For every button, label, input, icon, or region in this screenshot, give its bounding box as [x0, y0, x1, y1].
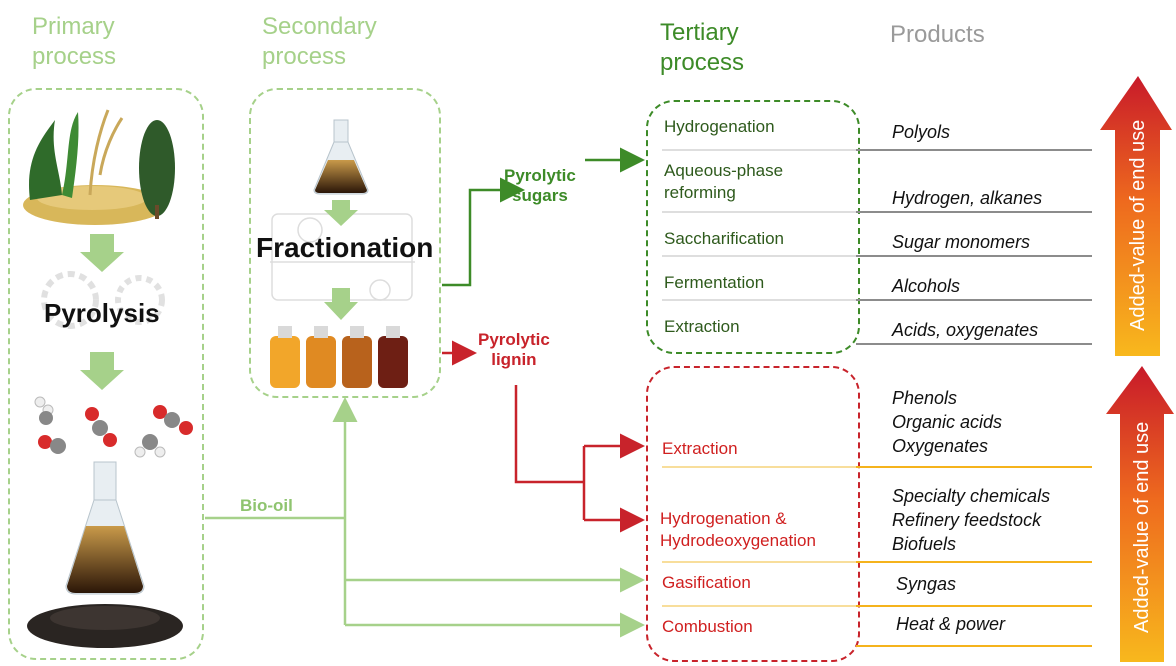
pyrolysis-label: Pyrolysis [44, 298, 160, 328]
gears-illustration [41, 271, 165, 329]
product-line: Phenols [892, 388, 958, 408]
step-hydrogenation: Hydrogenation [664, 117, 775, 136]
lignin-flow-connector [442, 340, 645, 533]
header-line: process [262, 43, 347, 70]
sugar-upgrading-box [646, 100, 860, 354]
lignin-separators [662, 466, 856, 607]
sugar-separators [662, 149, 856, 301]
step-saccharification: Saccharification [664, 229, 785, 248]
fractions-bottles-illustration [270, 326, 408, 388]
step-extraction-lignin: Extraction [662, 439, 738, 458]
secondary-flask-illustration [313, 119, 369, 195]
product-polyols: Polyols [892, 122, 951, 142]
pyrolytic-sugars-label: Pyrolytic sugars [504, 166, 576, 206]
step-line: Hydrogenation & [660, 509, 787, 528]
value-arrow-label-top: Added-value of end use [1127, 119, 1149, 331]
step-aqueous-phase-reforming: Aqueous-phase reforming [664, 160, 783, 204]
product-line: Oxygenates [892, 436, 989, 456]
biomass-illustration [23, 109, 175, 225]
products-header: Products [890, 21, 985, 48]
bio-oil-label: Bio-oil [240, 496, 293, 515]
step-line: reforming [664, 183, 736, 202]
product-line: Organic acids [892, 412, 1003, 432]
flow-label-line: Pyrolytic [504, 166, 576, 185]
product-line: Specialty chemicals [892, 486, 1051, 506]
secondary-process-header: Secondary process [262, 12, 377, 72]
primary-flow-arrows [80, 234, 124, 390]
step-fermentation: Fermentation [664, 273, 765, 292]
primary-process-header: Primary process [32, 12, 116, 72]
step-gasification: Gasification [662, 573, 751, 592]
step-line: Aqueous-phase [664, 161, 784, 180]
product-line: Biofuels [892, 534, 957, 554]
gas-molecules-illustration [34, 396, 193, 458]
value-arrow-lignin [1106, 366, 1174, 662]
pyrolytic-lignin-label: Pyrolytic lignin [478, 330, 550, 370]
product-sugar-monomers: Sugar monomers [892, 232, 1031, 252]
bio-oil-flow-connector [205, 397, 645, 638]
product-line: Refinery feedstock [892, 510, 1042, 530]
header-line: Primary [32, 13, 115, 40]
step-combustion: Combustion [662, 617, 753, 636]
primary-process-box [8, 88, 204, 660]
fractionation-label: Fractionation [256, 232, 434, 263]
flow-label-line: lignin [491, 350, 537, 369]
char-pile-illustration [27, 604, 183, 648]
lignin-product-lines [856, 466, 1092, 647]
header-line: process [32, 43, 117, 70]
product-acids-oxygenates: Acids, oxygenates [892, 320, 1039, 340]
header-line: process [660, 49, 745, 76]
flow-label-line: sugars [512, 186, 568, 205]
sugar-product-lines [856, 149, 1092, 345]
value-arrow-sugars [1100, 76, 1172, 356]
header-line: Tertiary [660, 19, 739, 46]
tertiary-process-header: Tertiary process [660, 18, 744, 78]
step-extraction-sugars: Extraction [664, 317, 740, 336]
product-syngas: Syngas [896, 574, 957, 594]
secondary-flow-arrows [324, 200, 358, 320]
flow-label-line: Pyrolytic [478, 330, 550, 349]
products-extraction-group: Phenols Organic acids Oxygenates [892, 386, 1002, 458]
product-hydrogen-alkanes: Hydrogen, alkanes [892, 188, 1043, 208]
lignin-upgrading-box [646, 366, 860, 662]
step-hydrogenation-hdo: Hydrogenation & Hydrodeoxygenation [660, 508, 816, 552]
header-line: Secondary [262, 13, 377, 40]
step-line: Hydrodeoxygenation [660, 531, 816, 550]
sugar-flow-connector [442, 147, 645, 287]
bio-oil-flask-illustration [65, 461, 145, 595]
products-hdo-group: Specialty chemicals Refinery feedstock B… [892, 484, 1050, 556]
value-arrow-label-bottom: Added-value of end use [1131, 421, 1153, 633]
product-alcohols: Alcohols [892, 276, 961, 296]
product-heat-power: Heat & power [896, 614, 1006, 634]
